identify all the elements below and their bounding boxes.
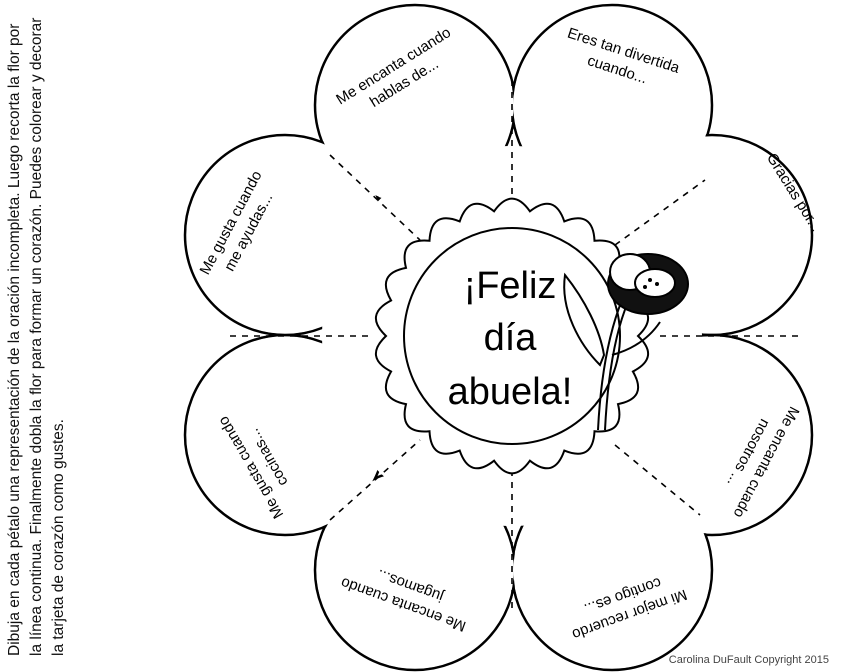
flower-illustration [563,253,689,431]
copyright-text: Carolina DuFault Copyright 2015 [668,654,829,666]
center-line-3: abuela! [448,371,573,413]
fold-lines [230,80,800,610]
center-line-1: ¡Feliz [464,265,557,307]
center-line-2: día [484,317,538,359]
center-title: ¡Feliz día abuela! [448,265,573,413]
